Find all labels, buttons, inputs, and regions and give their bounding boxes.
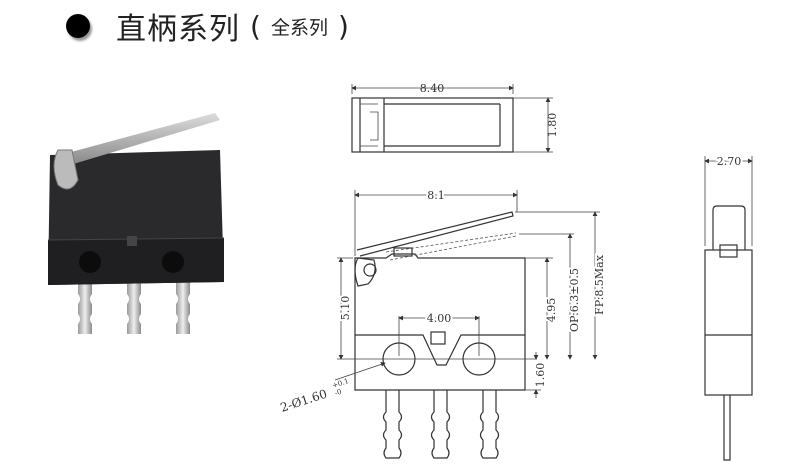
dim-hole-tol-minus: -0 [334,388,343,398]
side-view: 2.70 [704,153,753,461]
bullet-icon [66,14,90,38]
dim-top-height: 1.80 [546,113,559,138]
dim-hole-tol-plus: +0.1 [331,377,350,390]
photo-pins [78,282,190,334]
dim-hole-spacing: 4.00 [427,312,452,325]
product-photo [47,113,225,334]
dim-hole-height: 5.10 [339,296,352,321]
front-pins [382,390,500,459]
dim-operating-position: OP:6.3±0.5 [568,268,581,332]
dim-hole-diameter: 2-Ø1.60 [279,387,329,415]
dim-hole-to-bottom: 1.60 [534,363,547,388]
paren-open: ( [250,9,261,43]
top-view: 8.40 1.80 [351,82,559,153]
dim-body-width: 8.1 [427,189,445,202]
dim-free-position: FP:8.5Max [593,254,606,315]
front-view: 8.1 5.10 4.00 4.95 OP:6.3±0.5 FP:8.5Max … [279,187,608,459]
title-text: 直柄系列 [116,12,240,47]
paren-close: ) [337,9,349,43]
dim-body-height: 4.95 [545,298,558,323]
dim-top-width: 8.40 [420,82,445,95]
subtitle-text: 全系列 [270,16,328,39]
section-title: 直柄系列 ( 全系列 ) [66,6,349,47]
dim-side-width: 2.70 [717,155,742,168]
